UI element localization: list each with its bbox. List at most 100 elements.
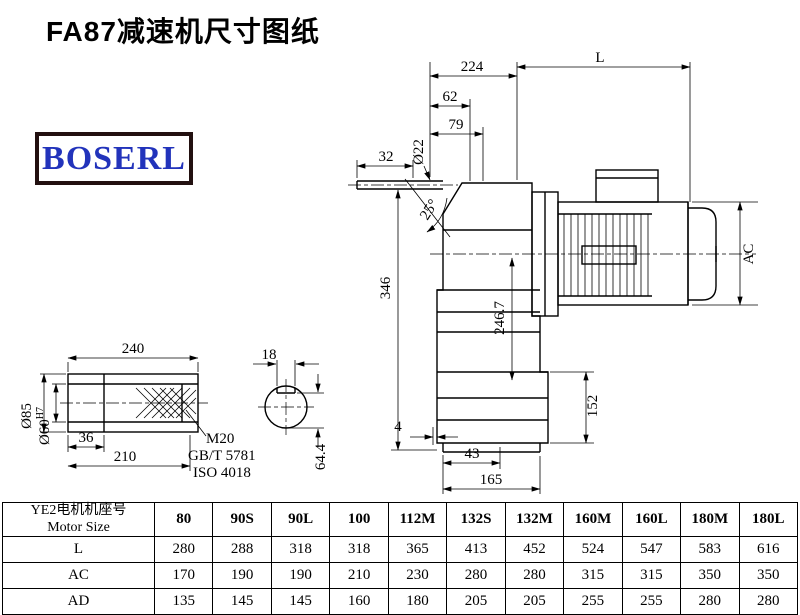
dim-32-label: 32 (379, 149, 394, 165)
dim-dia60H7-label: Ø60H7 (35, 407, 53, 445)
dim-36-label: 36 (79, 430, 95, 446)
cell-AD-160L: 255 (621, 588, 682, 615)
dim-dia85: Ø85 (19, 373, 66, 433)
dim-79: 79 (429, 117, 484, 181)
cell-AC-180M: 350 (680, 562, 740, 589)
dim-32: 32 (356, 149, 414, 178)
col-header-112M: 112M (387, 502, 448, 537)
cell-L-160L: 547 (621, 536, 682, 563)
dim-152: 152 (550, 371, 601, 444)
cell-AC-180L: 350 (738, 562, 799, 589)
cell-L-132S: 413 (446, 536, 506, 563)
cell-AC-80: 170 (153, 562, 214, 589)
cell-AC-160L: 315 (621, 562, 682, 589)
thread-standard-iso: ISO 4018 (193, 465, 251, 481)
cell-AC-90S: 190 (212, 562, 272, 589)
dim-240-label: 240 (122, 341, 145, 357)
dim-angle-25: 25° (404, 178, 451, 238)
dim-62: 62 (429, 89, 471, 181)
output-shaft-side-view (67, 373, 199, 433)
dim-224-label: 224 (461, 59, 484, 75)
cell-AD-160M: 255 (563, 588, 623, 615)
motor (531, 169, 717, 317)
dim-dia85-label: Ø85 (19, 403, 35, 429)
cell-AD-80: 135 (153, 588, 214, 615)
dim-4-label: 4 (394, 419, 402, 435)
dim-L-label: L (595, 50, 604, 66)
dim-dia22-label: Ø22 (411, 139, 427, 165)
cell-AD-112M: 180 (387, 588, 448, 615)
dim-18-label: 18 (262, 347, 277, 363)
dim-dia22: Ø22 (411, 139, 431, 181)
dim-62-label: 62 (443, 89, 458, 105)
row-label-AC: AC (2, 562, 155, 589)
dim-246-7: 246.7 (492, 257, 515, 381)
table-header-row: YE2电机机座号 Motor Size 80 90S 90L 100 112M … (2, 502, 799, 537)
gearbox-housing (356, 180, 549, 453)
thread-callout: M20 GB/T 5781 ISO 4018 (185, 409, 256, 481)
cell-AD-180L: 280 (738, 588, 799, 615)
dim-165: 165 (442, 456, 541, 494)
table-row-L: L 280 288 318 318 365 413 452 524 547 58… (2, 536, 799, 563)
dim-64-4-label: 64.4 (313, 443, 329, 470)
boserl-logo: BOSERL (35, 132, 193, 185)
cell-AD-180M: 280 (680, 588, 740, 615)
col-header-180M: 180M (680, 502, 740, 537)
dim-AC-label: AC (741, 244, 757, 265)
dim-346: 346 (378, 189, 437, 451)
motor-size-table: YE2电机机座号 Motor Size 80 90S 90L 100 112M … (2, 502, 799, 615)
motor-size-header-cn: YE2电机机座号 (30, 503, 127, 519)
col-header-180L: 180L (738, 502, 799, 537)
dim-dia60H7: Ø60H7 (35, 383, 66, 445)
cell-L-100: 318 (329, 536, 389, 563)
thread-standard-gb: GB/T 5781 (188, 448, 256, 464)
dim-246-7-label: 246.7 (492, 301, 508, 335)
motor-nameplate (581, 245, 637, 265)
dim-AC: AC (692, 201, 758, 306)
cell-AC-132M: 280 (504, 562, 565, 589)
dim-angle-25-label: 25° (417, 197, 442, 223)
col-header-160M: 160M (563, 502, 623, 537)
col-header-80: 80 (153, 502, 214, 537)
dim-L: L (516, 50, 691, 202)
col-header-132M: 132M (504, 502, 565, 537)
dim-43-label: 43 (465, 446, 480, 462)
row-label-L: L (2, 536, 155, 563)
table-row-AC: AC 170 190 190 210 230 280 280 315 315 3… (2, 562, 799, 589)
thread-size-label: M20 (206, 431, 234, 447)
cell-L-160M: 524 (563, 536, 623, 563)
dim-43: 43 (442, 446, 501, 494)
cell-AC-90L: 190 (270, 562, 331, 589)
cell-L-80: 280 (153, 536, 214, 563)
boserl-logo-text: BOSERL (42, 139, 186, 177)
dim-165-label: 165 (480, 472, 503, 488)
cell-L-112M: 365 (387, 536, 448, 563)
dim-79-label: 79 (449, 117, 464, 133)
dim-346-label: 346 (378, 276, 394, 299)
dim-210: 210 (67, 435, 191, 471)
cell-AD-100: 160 (329, 588, 389, 615)
row-label-AD: AD (2, 588, 155, 615)
motor-size-header-en: Motor Size (47, 519, 110, 535)
dim-36: 36 (67, 430, 105, 452)
cell-L-180M: 583 (680, 536, 740, 563)
shaft-cross-section (264, 385, 308, 429)
cell-L-90S: 288 (212, 536, 272, 563)
dim-64-4: 64.4 (288, 374, 329, 470)
dim-152-label: 152 (585, 395, 601, 418)
motor-fins (563, 214, 649, 296)
cell-AC-100: 210 (329, 562, 389, 589)
table-row-AD: AD 135 145 145 160 180 205 205 255 255 2… (2, 588, 799, 615)
cell-AD-132M: 205 (504, 588, 565, 615)
col-header-90L: 90L (270, 502, 331, 537)
col-header-132S: 132S (446, 502, 506, 537)
dim-210-label: 210 (114, 449, 137, 465)
cell-AC-160M: 315 (563, 562, 623, 589)
dim-224: 224 (429, 59, 518, 180)
shaft-hatching (135, 387, 197, 419)
dim-240: 240 (67, 341, 199, 372)
cell-AC-132S: 280 (446, 562, 506, 589)
dim-4: 4 (394, 419, 458, 445)
